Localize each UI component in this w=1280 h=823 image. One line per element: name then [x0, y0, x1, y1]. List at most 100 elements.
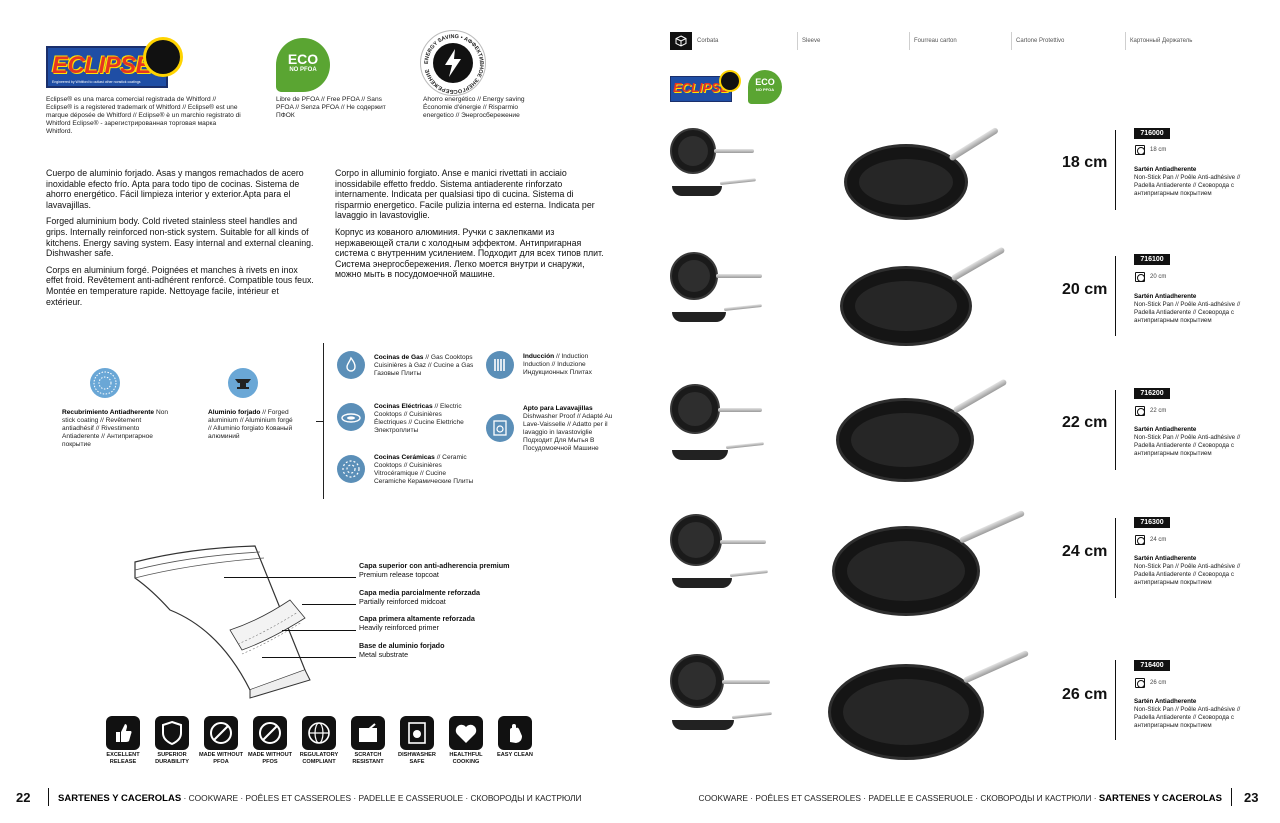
pan-thumb-handle — [718, 408, 762, 412]
features-divider — [323, 343, 324, 499]
feature-induction: Inducción // Induction Induction // Indu… — [523, 353, 592, 376]
eclipse-wordmark-small: ECLIPSE — [673, 80, 729, 95]
diameter-text: 24 cm — [1150, 537, 1167, 543]
diameter-text: 22 cm — [1150, 408, 1167, 414]
coating-layers-diagram — [134, 545, 311, 699]
description-ru: Корпус из кованого алюминия. Ручки с зак… — [335, 226, 604, 280]
eco-no-pfoa-icon: ECO NO PFOA — [276, 38, 330, 92]
description-fr: Corps en aluminium forgé. Poignées et ma… — [46, 264, 314, 307]
diameter-icon — [1135, 145, 1145, 155]
layer-leader-2 — [302, 604, 356, 605]
pan-main-handle — [958, 509, 1026, 544]
thumbs-up-icon — [106, 716, 140, 750]
packaging-label-it: Cartone Protettivo — [1011, 32, 1125, 50]
pan-top-view-thumb — [670, 128, 716, 174]
feature-ceramic: Cocinas Cerámicas // Ceramic Cooktops //… — [374, 454, 474, 485]
footer-divider-left — [48, 788, 49, 806]
pfoa-icon — [204, 716, 238, 750]
eclipse-sun-small-icon — [721, 72, 739, 90]
diameter-icon — [1135, 535, 1145, 545]
scratch-icon — [351, 716, 385, 750]
pan-main-image — [840, 266, 972, 346]
pan-thumb-handle — [720, 540, 766, 544]
layer-leader-3 — [282, 630, 356, 631]
packaging-label-ru: Картонный Держатель — [1125, 32, 1255, 50]
ceramic-hob-icon — [337, 455, 365, 483]
diameter-icon — [1135, 406, 1145, 416]
eco-no-pfoa-small-icon: ECO NO PFOA — [748, 70, 782, 104]
eclipse-tagline: Engineered by Whitford to outlast other … — [52, 80, 141, 84]
description-en: Forged aluminium body. Cold riveted stai… — [46, 216, 314, 259]
pfos-icon — [253, 716, 287, 750]
box-icon — [670, 32, 692, 50]
diameter-icon — [1135, 272, 1145, 282]
feature-dishwasher: Apto para Lavavajillas Dishwasher Proof … — [523, 405, 613, 452]
footer-rest-right: COOKWARE · POÊLES ET CASSEROLES · PADELL… — [698, 793, 1097, 803]
pan-side-view-thumb — [672, 312, 726, 322]
page-number-right: 23 — [1244, 790, 1259, 805]
pan-main-handle — [952, 378, 1008, 414]
diameter-icon — [1135, 678, 1145, 688]
electric-plate-icon — [337, 403, 365, 431]
footer-rest-left: · COOKWARE · POÊLES ET CASSEROLES · PADE… — [183, 793, 582, 803]
feature-gas: Cocinas de Gas // Gas Cooktops Cuisinièr… — [374, 354, 474, 377]
footer-divider-right — [1231, 788, 1232, 806]
energy-saving-icon: ENERGY SAVING • АФФЕКТИВНОЕ ЭНЕРГОСБЕРЕЖ… — [420, 30, 486, 96]
footer-left: SARTENES Y CACEROLAS · COOKWARE · POÊLES… — [58, 793, 582, 804]
diameter-text: 18 cm — [1150, 147, 1167, 153]
description-column-1: Cuerpo de aluminio forjado. Asas y mango… — [46, 168, 316, 313]
pan-side-view-thumb — [672, 720, 734, 730]
diameter-text: 26 cm — [1150, 680, 1167, 686]
eco-badge-sub: NO PFOA — [289, 67, 317, 73]
pan-side-view-thumb — [672, 450, 728, 460]
energy-caption: Ahorro energético // Energy saving Écono… — [423, 96, 525, 119]
pan-top-view-thumb — [670, 252, 718, 300]
pan-side-handle — [719, 178, 756, 185]
page-number-left: 22 — [16, 790, 31, 805]
performance-badges: EXCELLENT RELEASE SUPERIOR DURABILITY MA… — [100, 716, 546, 766]
product-ref: 716400 — [1134, 660, 1170, 671]
feature-non-stick: Recubrimiento Antiadherente Non stick co… — [62, 409, 169, 448]
product-ref: 716300 — [1134, 517, 1170, 528]
pan-main-image — [844, 144, 968, 220]
pan-top-view-thumb — [670, 514, 722, 566]
features-divider-tick — [316, 421, 323, 422]
forged-anvil-icon — [228, 368, 258, 398]
pan-side-view-thumb — [672, 578, 732, 588]
layer-label-1: Capa superior con anti-adherencia premiu… — [359, 561, 510, 579]
size-label: 22 cm — [1062, 414, 1108, 431]
footer-right: COOKWARE · POÊLES ET CASSEROLES · PADELL… — [698, 793, 1222, 804]
globe-icon — [302, 716, 336, 750]
dishwasher-icon — [486, 414, 514, 442]
pan-thumb-handle — [714, 149, 754, 153]
product-row — [668, 648, 1118, 760]
size-label: 20 cm — [1062, 281, 1108, 298]
layer-leader-4 — [262, 657, 356, 658]
product-ref: 716000 — [1134, 128, 1170, 139]
product-row — [668, 122, 1118, 222]
size-divider — [1115, 256, 1116, 336]
product-row — [668, 244, 1118, 346]
size-label: 24 cm — [1062, 543, 1108, 560]
pan-top-view-thumb — [670, 384, 720, 434]
size-label: 26 cm — [1062, 686, 1108, 703]
packaging-label-fr: Fourreau carton — [909, 32, 1011, 50]
description-es: Cuerpo de aluminio forjado. Asas y mango… — [46, 168, 304, 210]
size-divider — [1115, 130, 1116, 210]
eco-small-main: ECO — [755, 77, 775, 87]
description-column-2: Corpo in alluminio forgiato. Anse e mani… — [335, 168, 605, 286]
pan-main-image — [836, 398, 974, 482]
feature-electric: Cocinas Eléctricas // Electric Cooktops … — [374, 403, 464, 434]
description-it: Corpo in alluminio forgiato. Anse e mani… — [335, 168, 595, 221]
eco-caption: Libre de PFOA // Free PFOA // Sans PFOA … — [276, 96, 386, 119]
diameter-text: 20 cm — [1150, 274, 1167, 280]
dishwasher-safe-icon — [400, 716, 434, 750]
layer-leader-1 — [224, 577, 356, 578]
